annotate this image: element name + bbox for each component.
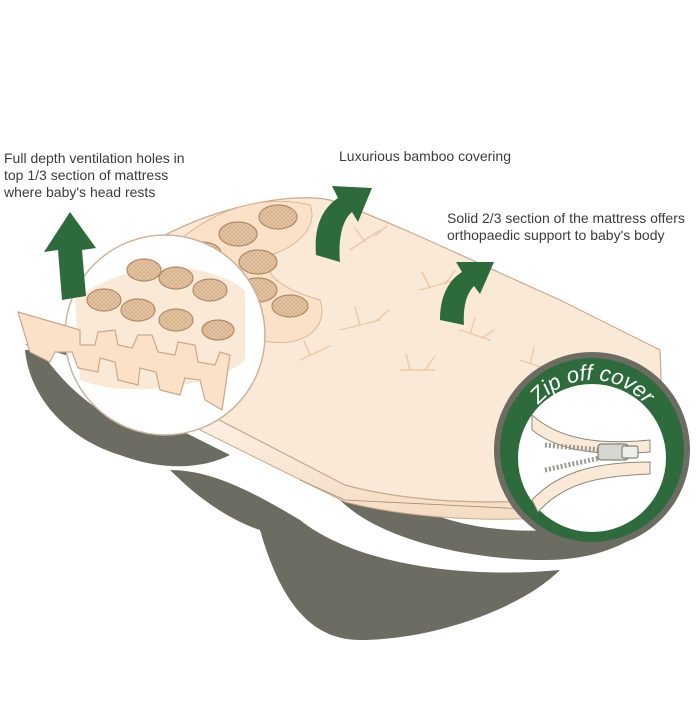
ventilation-line-2: top 1/3 section of mattress (4, 167, 169, 183)
solid-line-1: Solid 2/3 section of the mattress offers (447, 210, 685, 226)
foam-cutaway (17, 311, 231, 411)
bamboo-line-1: Luxurious bamboo covering (339, 148, 511, 164)
bamboo-annotation: Luxurious bamboo covering (339, 148, 511, 165)
ventilation-line-1: Full depth ventilation holes in (4, 150, 185, 166)
up-arrow-icon (315, 186, 372, 262)
solid-line-2: orthopaedic support to baby's body (447, 227, 665, 243)
ventilation-annotation: Full depth ventilation holes in top 1/3 … (4, 150, 185, 201)
bamboo-pattern (299, 225, 551, 371)
up-arrow-icon (440, 262, 494, 325)
solid-section-annotation: Solid 2/3 section of the mattress offers… (447, 210, 685, 244)
magnifier-circle (64, 234, 266, 436)
magnifier-shadow (25, 350, 230, 467)
up-arrow-icon (44, 212, 96, 300)
zip-badge: Zip off cover (494, 352, 690, 548)
side-stitch (299, 479, 546, 511)
zipper-icon (531, 413, 651, 513)
ventilation-line-3: where baby's head rests (4, 184, 156, 200)
